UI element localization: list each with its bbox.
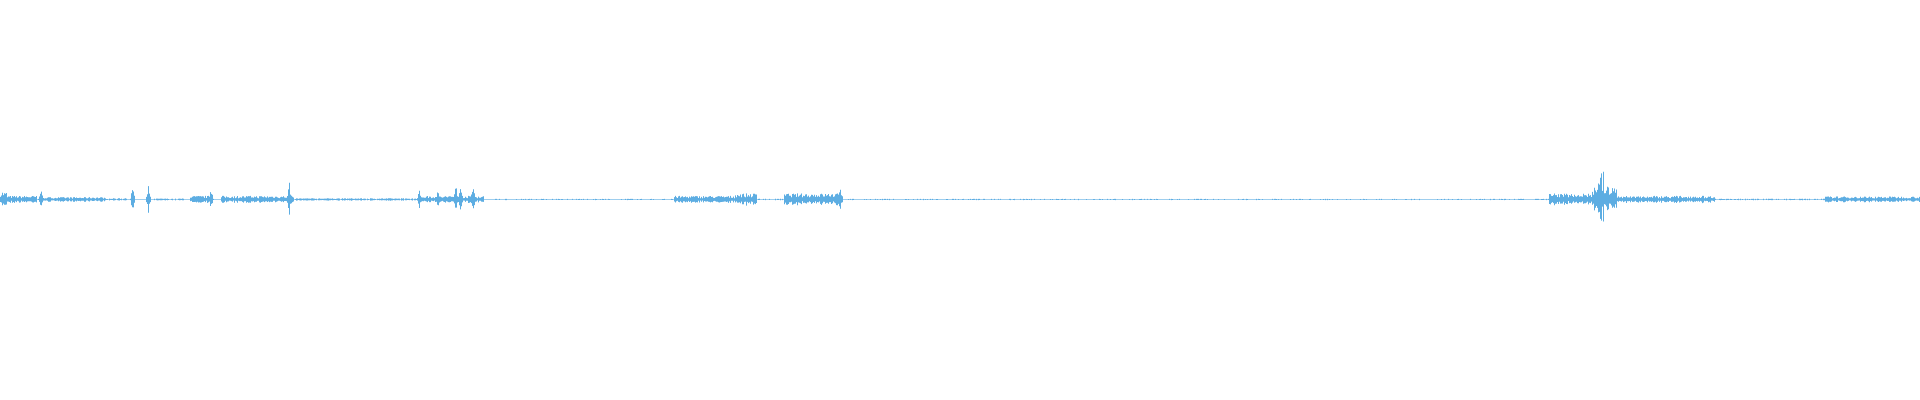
waveform-path [0, 171, 1920, 222]
